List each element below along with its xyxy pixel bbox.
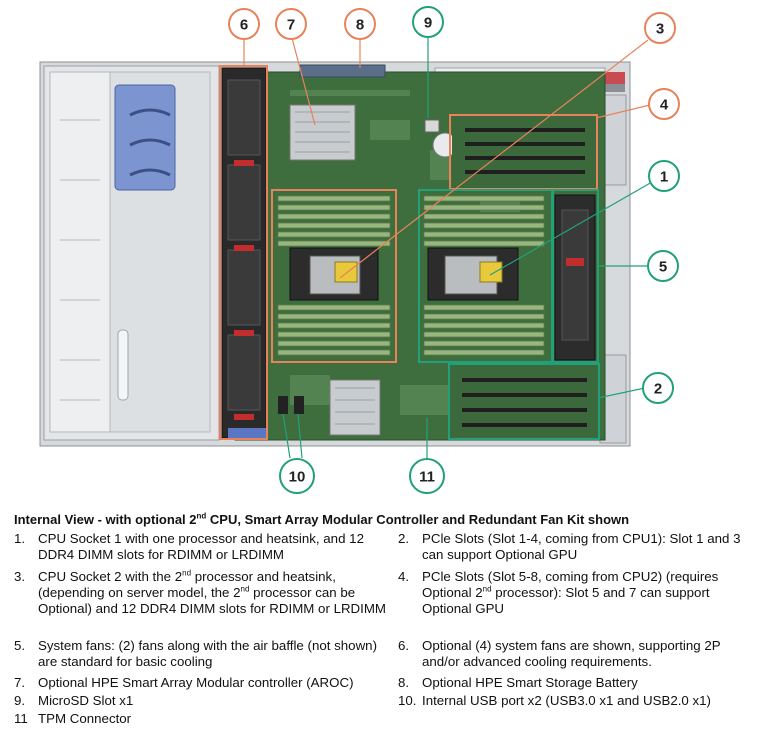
svg-text:2: 2 <box>654 381 662 398</box>
svg-text:1: 1 <box>660 169 668 186</box>
superscript: nd <box>240 584 250 594</box>
callout-6: 6 <box>228 8 260 40</box>
legend-item-number: 10. <box>398 693 417 708</box>
internal-usb-ports <box>278 396 304 414</box>
svg-text:6: 6 <box>240 17 248 34</box>
server-internal-view-diagram: 6 7 8 9 3 4 1 5 2 10 11 <box>39 6 680 494</box>
superscript: nd <box>482 584 492 594</box>
callout-7: 7 <box>275 8 307 40</box>
legend-item-text: PCle Slots (Slot 1-4, coming from CPU1):… <box>422 531 741 563</box>
callout-10: 10 <box>279 458 315 494</box>
legend-item-number: 1. <box>14 531 26 546</box>
legend-item-text: Internal USB port x2 (USB3.0 x1 and USB2… <box>422 693 711 708</box>
pcie-slots-upper <box>452 116 597 188</box>
legend-item-text: CPU Socket 1 with one processor and heat… <box>38 531 364 563</box>
callout-8: 8 <box>344 8 376 40</box>
legend-item-text: Optional (4) system fans are shown, supp… <box>422 638 721 670</box>
highlight-cpu1 <box>271 189 397 363</box>
legend-item-number: 11 <box>14 711 28 726</box>
legend-item-text: TPM Connector <box>38 711 132 726</box>
svg-text:4: 4 <box>660 97 669 114</box>
callout-4: 4 <box>648 88 680 120</box>
callout-1: 1 <box>648 160 680 192</box>
svg-text:7: 7 <box>287 17 295 34</box>
pcie-slots-lower <box>450 365 598 437</box>
callout-3: 3 <box>644 12 676 44</box>
callout-5: 5 <box>647 250 679 282</box>
callout-11: 11 <box>409 458 445 494</box>
legend-item-number: 4. <box>398 569 410 584</box>
legend-item-number: 7. <box>14 675 26 690</box>
highlight-pcie-lower <box>448 363 600 440</box>
svg-text:8: 8 <box>356 17 364 34</box>
drive-cage-blue-bracket <box>114 84 176 191</box>
svg-text:11: 11 <box>419 469 435 486</box>
system-fans-column <box>221 67 268 439</box>
dimm-bank-cpu2 <box>423 195 545 356</box>
legend-item-text: PCle Slots (Slot 5-8, coming from CPU2) … <box>422 569 719 617</box>
superscript: nd <box>182 568 192 578</box>
callout-9: 9 <box>412 6 444 38</box>
callout-2: 2 <box>642 372 674 404</box>
legend-item-text: MicroSD Slot x1 <box>38 693 134 708</box>
legend-item-number: 6. <box>398 638 410 653</box>
figure-caption: Internal View - with optional 2nd CPU, S… <box>14 511 630 527</box>
legend-item-text: Optional HPE Smart Array Modular control… <box>38 675 354 690</box>
highlight-right-fan <box>552 189 599 363</box>
legend-item-text: CPU Socket 2 with the 2nd processor and … <box>38 568 387 617</box>
right-system-fan <box>554 194 596 361</box>
legend-item-number: 9. <box>14 693 26 708</box>
legend-item-number: 8. <box>398 675 410 690</box>
legend-item-text: Optional HPE Smart Storage Battery <box>422 675 638 690</box>
legend-item-number: 2. <box>398 531 410 546</box>
legend-item-number: 5. <box>14 638 26 653</box>
svg-text:9: 9 <box>424 15 432 32</box>
legend-item-text: System fans: (2) fans along with the air… <box>38 638 377 670</box>
svg-text:5: 5 <box>659 259 667 276</box>
svg-text:3: 3 <box>656 21 664 38</box>
svg-text:10: 10 <box>289 469 306 486</box>
legend-item-number: 3. <box>14 569 26 584</box>
